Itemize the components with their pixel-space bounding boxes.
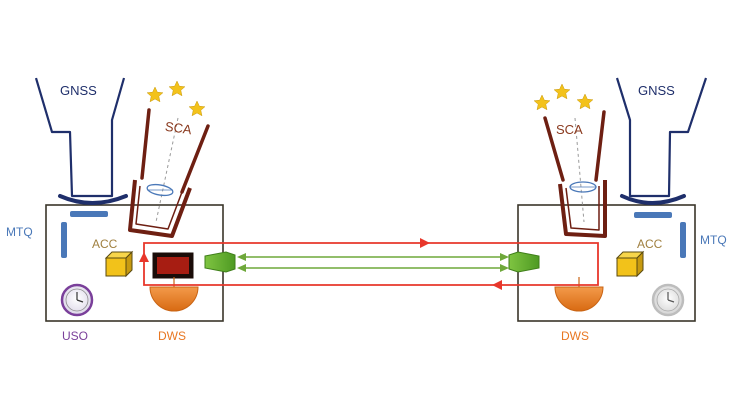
left-satellite: GNSS SCA MTQ ACC	[6, 77, 236, 343]
right-accelerometer-cube-icon	[615, 250, 645, 278]
left-acc-label: ACC	[92, 237, 118, 251]
right-gnss-antenna-icon	[615, 77, 708, 205]
green-arrow-left-icon	[237, 264, 246, 272]
right-sca-label: SCA	[556, 122, 583, 137]
left-dws-dome-icon	[149, 286, 199, 312]
green-arrow-right-icon	[500, 253, 509, 261]
green-arrow-right-icon-lower	[500, 264, 509, 272]
left-mtq-vertical-bar	[61, 222, 67, 258]
left-dws-label: DWS	[158, 329, 186, 343]
left-mtq-horizontal-bar	[70, 211, 108, 217]
right-stars	[533, 83, 594, 111]
left-telescope-icon	[204, 251, 236, 273]
right-satellite: GNSS SCA MTQ ACC	[508, 77, 727, 343]
left-mtq-label: MTQ	[6, 225, 33, 239]
red-arrow-right-icon	[420, 238, 430, 248]
star-icon	[188, 100, 206, 117]
right-dws-dome-icon	[554, 286, 604, 312]
right-dws-label: DWS	[561, 329, 589, 343]
right-telescope-icon	[508, 251, 540, 273]
right-clock-icon	[651, 283, 685, 317]
right-acc-label: ACC	[637, 237, 663, 251]
green-arrow-left-icon-upper	[237, 253, 246, 261]
right-mtq-horizontal-bar	[634, 212, 672, 218]
star-icon	[168, 80, 186, 97]
red-arrow-up-icon	[139, 252, 149, 262]
left-stars	[146, 80, 206, 117]
star-icon	[146, 86, 164, 103]
laser-link	[139, 238, 599, 290]
right-gnss-label: GNSS	[638, 83, 675, 98]
right-mtq-vertical-bar	[680, 222, 686, 258]
left-star-camera-icon	[128, 108, 210, 238]
left-sca-label: SCA	[164, 119, 193, 138]
left-gnss-antenna-icon	[34, 77, 128, 205]
star-icon	[533, 94, 551, 111]
left-clock-icon	[60, 283, 94, 317]
left-gnss-label: GNSS	[60, 83, 97, 98]
left-uso-label: USO	[62, 329, 88, 343]
left-laser-inner	[157, 257, 189, 274]
right-star-camera-icon	[543, 110, 607, 238]
star-icon	[576, 93, 594, 110]
star-icon	[553, 83, 571, 100]
red-laser-loop	[143, 242, 599, 286]
right-mtq-label: MTQ	[700, 233, 727, 247]
red-arrow-left-icon	[492, 280, 502, 290]
left-accelerometer-cube-icon	[104, 250, 134, 278]
